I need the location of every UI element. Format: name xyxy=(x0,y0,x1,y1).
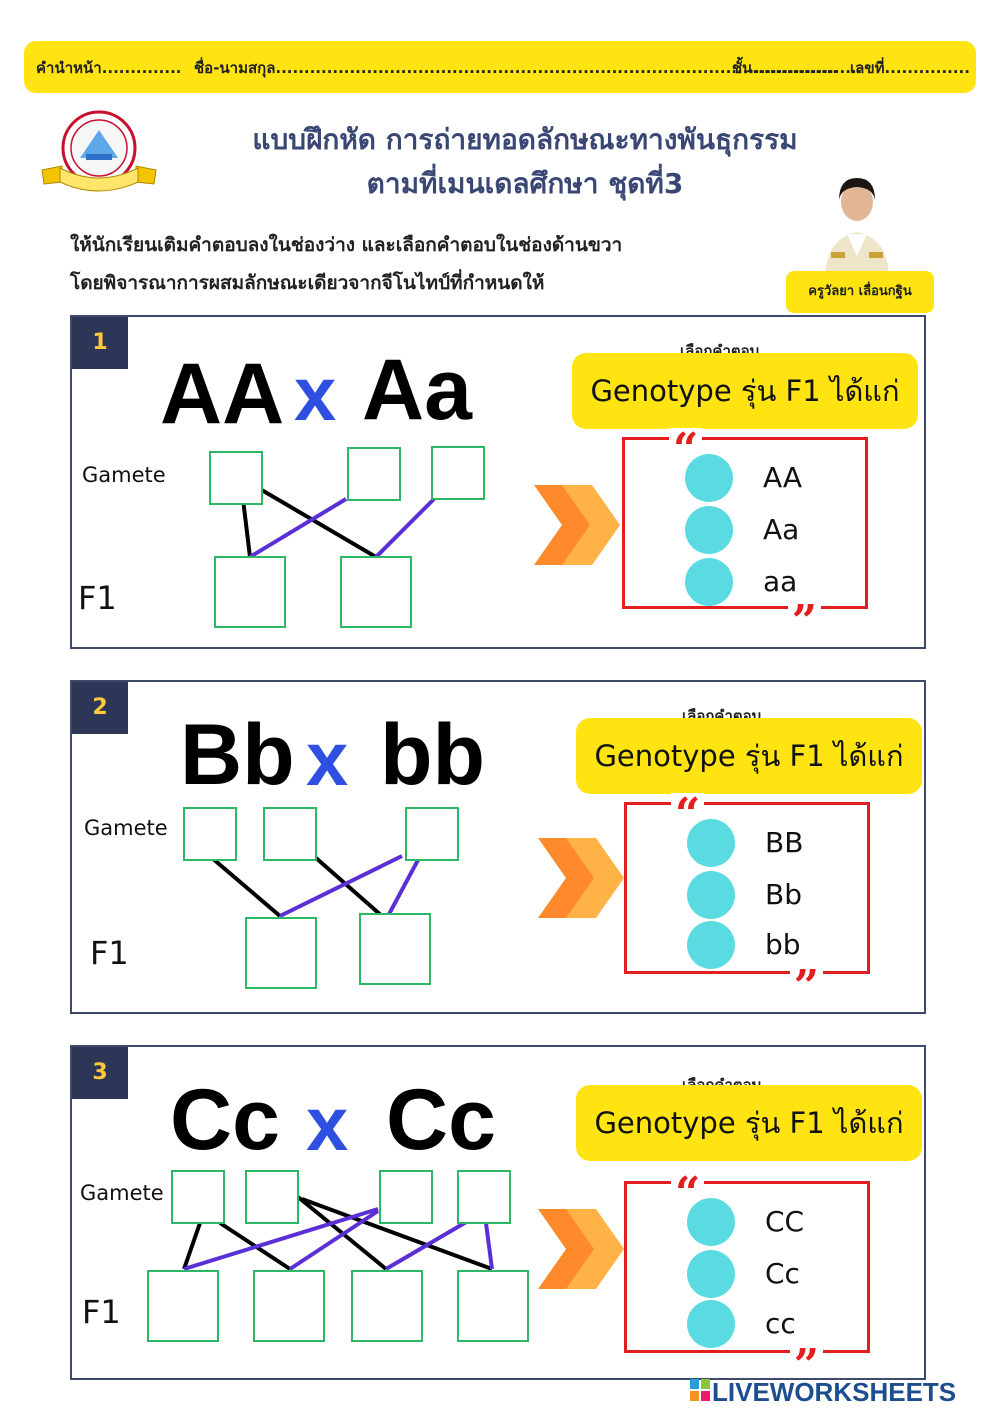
option-label: aa xyxy=(763,565,797,598)
prefix-field[interactable]: คำนำหน้า.............. xyxy=(36,56,181,80)
problem-panel-1: 1 AA x Aa Gamete F1 เลือกคำตอบ Genotype … xyxy=(70,315,926,649)
option-label: Aa xyxy=(763,513,799,546)
chevron-right-icon xyxy=(536,1207,628,1291)
answer-option[interactable]: aa xyxy=(685,558,855,606)
option-label: cc xyxy=(765,1307,796,1340)
close-quote-icon: ” xyxy=(790,965,823,989)
f1-box[interactable] xyxy=(246,918,316,988)
chevron-right-icon xyxy=(532,483,624,567)
class-field[interactable]: ชั้น............... xyxy=(732,56,838,80)
close-quote-icon: ” xyxy=(790,1344,823,1368)
answer-option[interactable]: AA xyxy=(685,454,855,502)
option-label: Cc xyxy=(765,1257,800,1290)
school-logo-icon xyxy=(40,108,158,198)
option-label: BB xyxy=(765,826,803,859)
option-label: AA xyxy=(763,461,802,494)
radio-button[interactable] xyxy=(687,921,735,969)
answer-option[interactable]: cc xyxy=(687,1300,857,1348)
problem-panel-2: 2 Bb x bb Gamete F1 เลือกคำตอบ Genotype … xyxy=(70,680,926,1014)
punnett-lines-diagram xyxy=(72,1047,552,1382)
radio-button[interactable] xyxy=(687,871,735,919)
gamete-box[interactable] xyxy=(406,808,458,860)
answer-choices-box: “ AA Aa aa ” xyxy=(622,437,868,609)
liveworksheets-logo-icon xyxy=(690,1379,710,1401)
radio-button[interactable] xyxy=(687,1250,735,1298)
radio-button[interactable] xyxy=(685,506,733,554)
answer-choices-box: “ BB Bb bb ” xyxy=(624,802,870,974)
gamete-box[interactable] xyxy=(246,1171,298,1223)
f1-box[interactable] xyxy=(215,557,285,627)
answer-option[interactable]: Cc xyxy=(687,1250,857,1298)
genotype-question: Genotype รุ่น F1 ได้แก่ xyxy=(576,718,922,794)
radio-button[interactable] xyxy=(687,1198,735,1246)
answer-option[interactable]: CC xyxy=(687,1198,857,1246)
liveworksheets-footer: LIVEWORKSHEETS xyxy=(690,1377,990,1405)
teacher-name-label: ครูวัลยา เลื่อนกฐิน xyxy=(786,271,934,313)
option-label: CC xyxy=(765,1205,804,1238)
gamete-box[interactable] xyxy=(184,808,236,860)
chevron-right-icon xyxy=(536,836,628,920)
answer-option[interactable]: bb xyxy=(687,921,857,969)
f1-box[interactable] xyxy=(360,914,430,984)
open-quote-icon: “ xyxy=(671,1172,704,1194)
teacher-photo xyxy=(817,160,897,275)
gamete-box[interactable] xyxy=(172,1171,224,1223)
gamete-box[interactable] xyxy=(264,808,316,860)
gamete-box[interactable] xyxy=(380,1171,432,1223)
punnett-lines-diagram xyxy=(72,682,552,1016)
page-title: แบบฝึกหัด การถ่ายทอดลักษณะทางพันธุกรรม xyxy=(170,118,880,162)
number-field[interactable]: เลขที่............... xyxy=(850,56,970,80)
radio-button[interactable] xyxy=(687,819,735,867)
instruction-line-2: โดยพิจารณาการผสมลักษณะเดียวจากจีโนไทป์ที… xyxy=(70,268,544,298)
liveworksheets-brand[interactable]: LIVEWORKSHEETS xyxy=(712,1377,956,1408)
option-label: Bb xyxy=(765,878,802,911)
punnett-lines-diagram xyxy=(72,317,552,651)
genotype-question: Genotype รุ่น F1 ได้แก่ xyxy=(576,1085,922,1161)
gamete-box[interactable] xyxy=(210,452,262,504)
instruction-line-1: ให้นักเรียนเติมคำตอบลงในช่องว่าง และเลือ… xyxy=(70,230,622,260)
radio-button[interactable] xyxy=(687,1300,735,1348)
f1-box[interactable] xyxy=(254,1271,324,1341)
gamete-box[interactable] xyxy=(458,1171,510,1223)
page-subtitle: ตามที่เมนเดลศึกษา ชุดที่3 xyxy=(170,162,880,206)
problem-panel-3: 3 Cc x Cc Gamete F1 เลือกคำตอบ Genotype … xyxy=(70,1045,926,1380)
answer-choices-box: “ CC Cc cc ” xyxy=(624,1181,870,1353)
option-label: bb xyxy=(765,928,801,961)
student-info-bar: คำนำหน้า.............. ชื่อ-นามสกุล.....… xyxy=(24,41,976,93)
radio-button[interactable] xyxy=(685,558,733,606)
answer-option[interactable]: Aa xyxy=(685,506,855,554)
f1-box[interactable] xyxy=(148,1271,218,1341)
f1-box[interactable] xyxy=(341,557,411,627)
gamete-box[interactable] xyxy=(348,448,400,500)
answer-option[interactable]: BB xyxy=(687,819,857,867)
open-quote-icon: “ xyxy=(669,428,702,450)
answer-option[interactable]: Bb xyxy=(687,871,857,919)
open-quote-icon: “ xyxy=(671,793,704,815)
genotype-question: Genotype รุ่น F1 ได้แก่ xyxy=(572,353,918,429)
f1-box[interactable] xyxy=(458,1271,528,1341)
close-quote-icon: ” xyxy=(788,600,821,624)
gamete-box[interactable] xyxy=(432,447,484,499)
f1-box[interactable] xyxy=(352,1271,422,1341)
radio-button[interactable] xyxy=(685,454,733,502)
